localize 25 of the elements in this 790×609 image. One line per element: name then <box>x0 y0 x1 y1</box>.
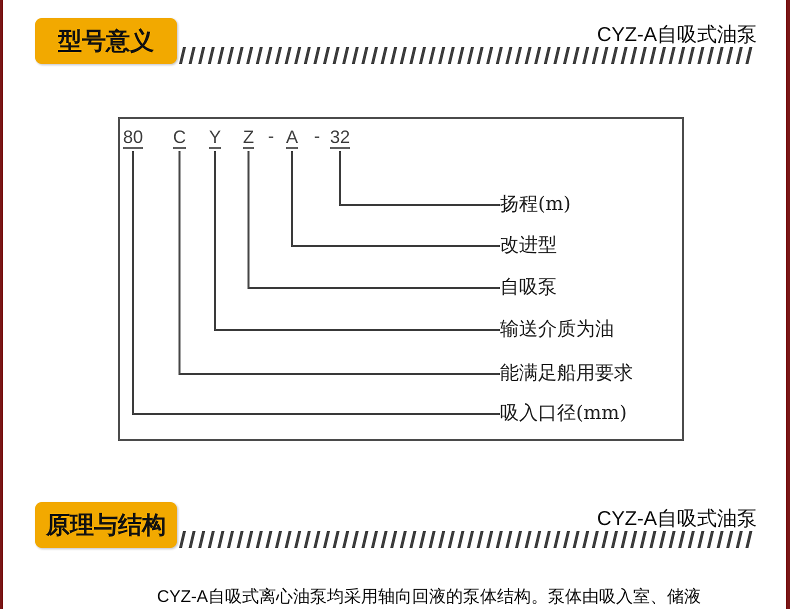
leader-line <box>248 151 500 289</box>
section-title: CYZ-A自吸式油泵 <box>597 24 757 46</box>
leader-line <box>214 151 500 331</box>
meaning-text: 改进型 <box>500 233 557 257</box>
meaning-text: 能满足船用要求 <box>500 361 633 385</box>
section-title: CYZ-A自吸式油泵 <box>597 508 757 530</box>
section-header: 型号意义 <box>35 18 177 64</box>
leader-line <box>291 151 500 247</box>
model-code-part: 80 <box>123 127 144 149</box>
model-code-part: Y <box>209 127 222 149</box>
meaning-text: 输送介质为油 <box>500 317 614 341</box>
section-header: 原理与结构 <box>35 502 177 548</box>
meaning-text: 扬程(m) <box>500 192 571 216</box>
model-code-part: 32 <box>330 127 350 149</box>
body-text: CYZ-A自吸式离心油泵均采用轴向回液的泵体结构。泵体由吸入室、储液 <box>157 587 701 607</box>
leader-line <box>132 151 500 415</box>
meaning-text: 自吸泵 <box>500 275 557 299</box>
model-code-part: C <box>173 127 186 149</box>
meaning-text: 吸入口径(mm) <box>500 401 627 425</box>
hyphen-text: - <box>268 126 274 146</box>
hyphen-text: - <box>314 126 320 146</box>
model-code-part: Z <box>243 127 254 149</box>
model-code-part: A <box>286 127 298 149</box>
leader-line <box>339 151 500 206</box>
leader-line <box>178 151 500 375</box>
